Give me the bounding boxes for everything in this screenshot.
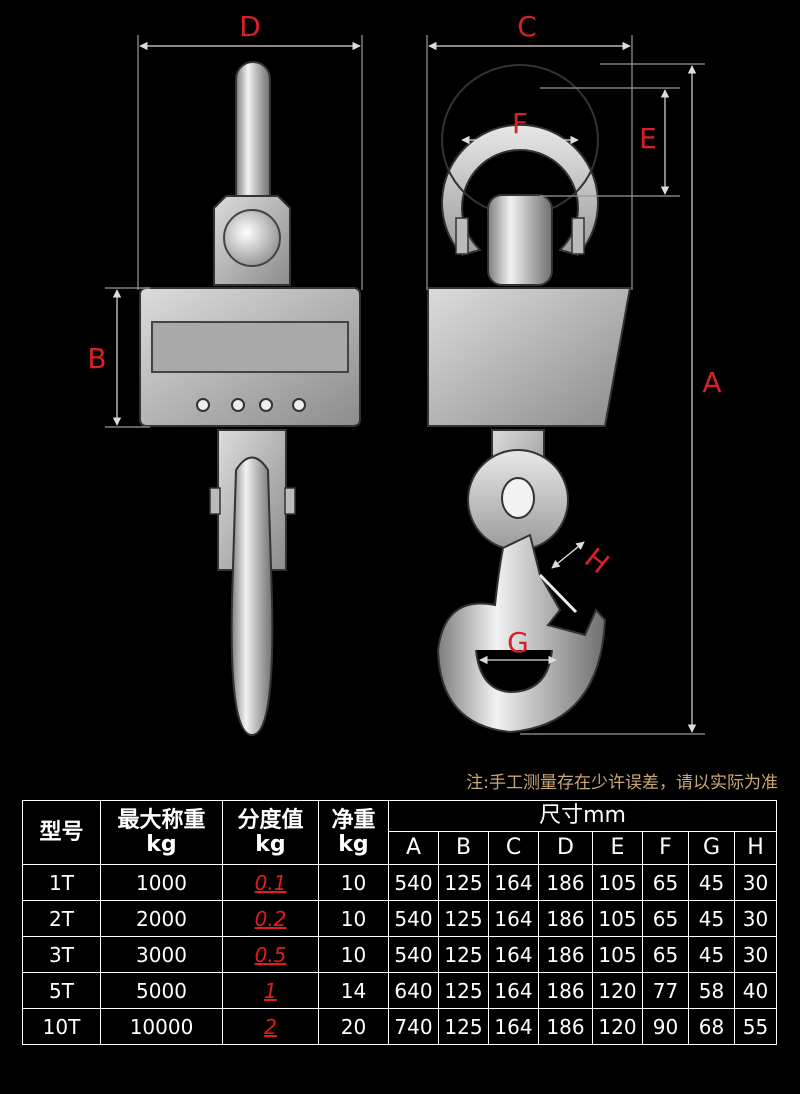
cell-dim-e: 120: [592, 972, 643, 1009]
cell-dim-f: 65: [642, 936, 689, 973]
cell-max-weight: 1000: [100, 864, 223, 901]
header-model: 型号: [22, 800, 101, 865]
cell-dim-e: 120: [592, 1008, 643, 1045]
cell-max-weight: 3000: [100, 936, 223, 973]
header-size: 尺寸mm: [388, 800, 777, 832]
dim-label-b: B: [87, 342, 106, 375]
cell-dim-f: 77: [642, 972, 689, 1009]
dim-label-c: C: [517, 10, 537, 43]
cell-dim-h: 30: [734, 936, 777, 973]
cell-division: 0.2: [222, 900, 319, 937]
cell-dim-h: 40: [734, 972, 777, 1009]
side-view: [427, 64, 632, 734]
cell-dim-h: 30: [734, 864, 777, 901]
cell-dim-b: 125: [438, 900, 489, 937]
cell-max-weight: 2000: [100, 900, 223, 937]
header-dim-b: B: [438, 831, 489, 865]
dim-label-f: F: [512, 107, 528, 140]
cell-dim-h: 55: [734, 1008, 777, 1045]
cell-net-weight: 20: [318, 1008, 389, 1045]
cell-dim-d: 186: [538, 900, 593, 937]
cell-dim-g: 58: [688, 972, 735, 1009]
header-dim-e: E: [592, 831, 643, 865]
cell-dim-e: 105: [592, 936, 643, 973]
cell-net-weight: 10: [318, 864, 389, 901]
header-dim-c: C: [488, 831, 539, 865]
cell-dim-b: 125: [438, 864, 489, 901]
header-dim-g: G: [688, 831, 735, 865]
crane-scale-diagram: D B C E F A G H: [87, 10, 722, 737]
front-view: [139, 61, 361, 737]
cell-max-weight: 10000: [100, 1008, 223, 1045]
cell-model: 1T: [22, 864, 101, 901]
cell-dim-g: 45: [688, 900, 735, 937]
cell-dim-d: 186: [538, 936, 593, 973]
dim-label-g: G: [507, 626, 529, 659]
cell-dim-a: 540: [388, 864, 439, 901]
dim-label-a: A: [702, 366, 721, 399]
cell-dim-c: 164: [488, 864, 539, 901]
cell-dim-f: 65: [642, 900, 689, 937]
cell-dim-d: 186: [538, 1008, 593, 1045]
header-dim-d: D: [538, 831, 593, 865]
cell-dim-g: 45: [688, 936, 735, 973]
cell-dim-d: 186: [538, 972, 593, 1009]
dim-label-d: D: [239, 10, 261, 43]
cell-dim-b: 125: [438, 936, 489, 973]
cell-dim-f: 65: [642, 864, 689, 901]
header-dim-a: A: [388, 831, 439, 865]
cell-dim-e: 105: [592, 864, 643, 901]
cell-dim-h: 30: [734, 900, 777, 937]
cell-dim-a: 540: [388, 900, 439, 937]
cell-dim-a: 740: [388, 1008, 439, 1045]
cell-dim-e: 105: [592, 900, 643, 937]
header-dim-f: F: [642, 831, 689, 865]
cell-dim-g: 45: [688, 864, 735, 901]
cell-model: 5T: [22, 972, 101, 1009]
cell-net-weight: 10: [318, 900, 389, 937]
cell-division: 0.1: [222, 864, 319, 901]
cell-dim-b: 125: [438, 972, 489, 1009]
cell-model: 3T: [22, 936, 101, 973]
cell-dim-d: 186: [538, 864, 593, 901]
cell-net-weight: 14: [318, 972, 389, 1009]
header-dim-h: H: [734, 831, 777, 865]
cell-dim-b: 125: [438, 1008, 489, 1045]
cell-dim-c: 164: [488, 1008, 539, 1045]
cell-dim-f: 90: [642, 1008, 689, 1045]
dim-label-e: E: [639, 122, 657, 155]
cell-dim-c: 164: [488, 972, 539, 1009]
cell-net-weight: 10: [318, 936, 389, 973]
dim-label-h: H: [578, 541, 615, 580]
cell-division: 0.5: [222, 936, 319, 973]
cell-dim-c: 164: [488, 900, 539, 937]
cell-dim-a: 640: [388, 972, 439, 1009]
dimension-lines: [105, 35, 705, 735]
cell-dim-g: 68: [688, 1008, 735, 1045]
cell-dim-a: 540: [388, 936, 439, 973]
measurement-note: 注:手工测量存在少许误差，请以实际为准: [466, 773, 778, 793]
cell-max-weight: 5000: [100, 972, 223, 1009]
cell-division: 1: [222, 972, 319, 1009]
cell-model: 2T: [22, 900, 101, 937]
cell-model: 10T: [22, 1008, 101, 1045]
cell-division: 2: [222, 1008, 319, 1045]
cell-dim-c: 164: [488, 936, 539, 973]
